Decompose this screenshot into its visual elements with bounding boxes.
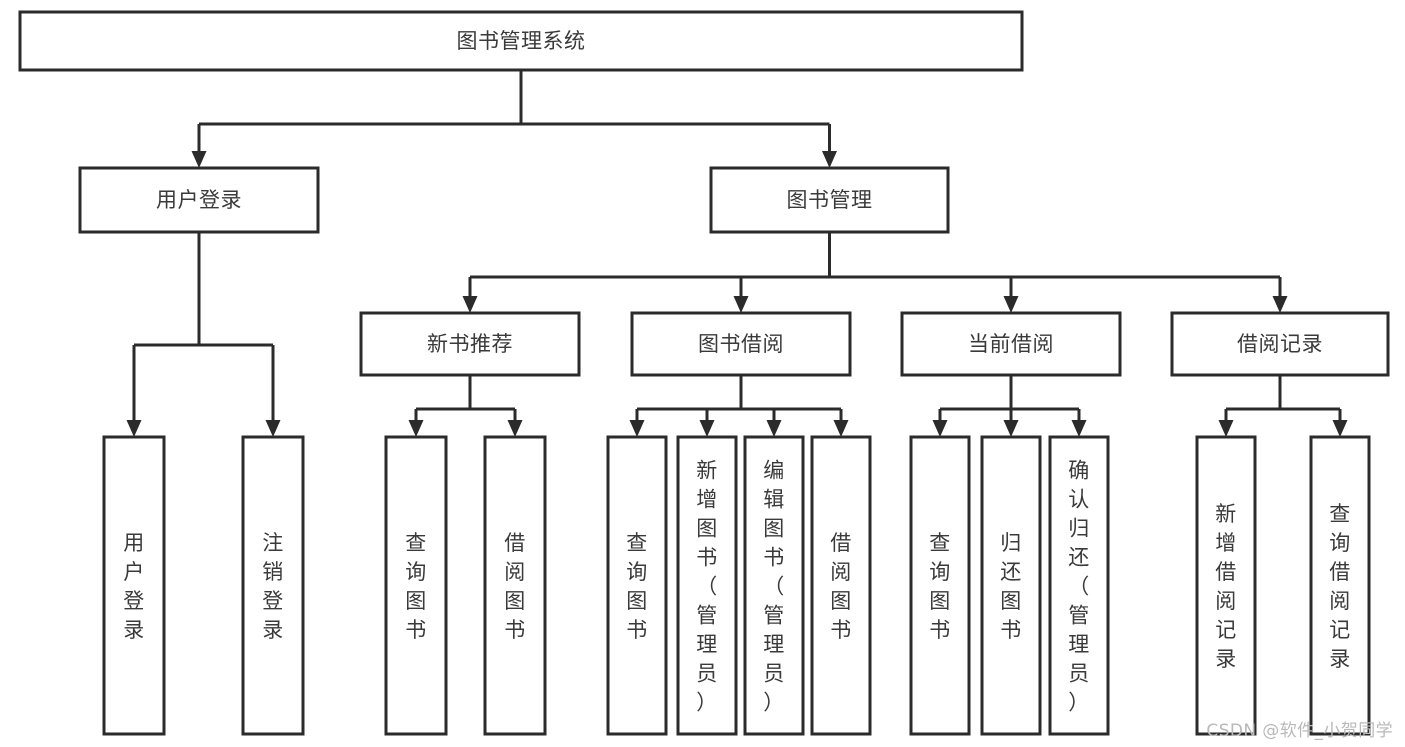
arrow-head-icon <box>766 420 782 437</box>
node-borrow-query-book[interactable]: 查询图书 <box>606 435 668 736</box>
node-box-book-management[interactable] <box>709 166 950 234</box>
node-box-recommend-borrow-book[interactable] <box>483 435 547 736</box>
node-label-current-confirm-return: 确认归还（管理员） <box>1068 459 1090 715</box>
node-current-return-book[interactable]: 归还图书 <box>980 435 1042 736</box>
node-root[interactable]: 图书管理系统 <box>18 10 1024 72</box>
node-label-book-borrow: 图书借阅 <box>698 332 784 356</box>
node-recommend-query-book[interactable]: 查询图书 <box>384 435 448 736</box>
arrow-head-icon <box>1218 420 1234 437</box>
node-box-new-book-recommend[interactable] <box>359 311 581 377</box>
node-label-borrow-query-book: 查询图书 <box>626 531 648 642</box>
arrow-head-icon <box>1003 420 1019 437</box>
nodes-layer: 图书管理系统用户登录用户登录注销登录图书管理新书推荐查询图书借阅图书图书借阅查询… <box>18 10 1390 736</box>
arrow-head-icon <box>1071 420 1087 437</box>
node-book-borrow[interactable]: 图书借阅 <box>630 311 852 377</box>
arrow-head-icon <box>932 420 948 437</box>
node-record-query[interactable]: 查询借阅记录 <box>1309 435 1371 736</box>
connectors-layer <box>126 70 1348 437</box>
node-label-user-login-do: 用户登录 <box>123 531 145 642</box>
arrow-head-icon <box>822 151 837 168</box>
arrow-head-icon <box>733 296 749 313</box>
arrow-head-icon <box>1003 296 1019 313</box>
arrow-head-icon <box>1332 420 1348 437</box>
node-user-login-do[interactable]: 用户登录 <box>102 435 166 736</box>
node-label-borrow-edit-book: 编辑图书（管理员） <box>763 459 785 715</box>
node-book-management[interactable]: 图书管理 <box>709 166 950 234</box>
node-label-borrow-borrow-book: 借阅图书 <box>830 531 852 642</box>
node-label-borrow-records: 借阅记录 <box>1237 332 1323 356</box>
node-label-user-login: 用户登录 <box>156 188 242 212</box>
node-label-record-add: 新增借阅记录 <box>1215 502 1237 671</box>
node-borrow-edit-book[interactable]: 编辑图书（管理员） <box>743 435 805 736</box>
node-label-record-query: 查询借阅记录 <box>1329 502 1351 671</box>
node-new-book-recommend[interactable]: 新书推荐 <box>359 311 581 377</box>
node-label-root: 图书管理系统 <box>457 29 586 53</box>
arrow-head-icon <box>629 420 645 437</box>
node-current-query-book[interactable]: 查询图书 <box>909 435 971 736</box>
node-box-user-login[interactable] <box>78 166 320 234</box>
arrow-head-icon <box>408 420 424 437</box>
arrow-head-icon <box>833 420 849 437</box>
node-label-new-book-recommend: 新书推荐 <box>427 332 513 356</box>
node-label-current-query-book: 查询图书 <box>929 531 951 642</box>
node-box-user-logout[interactable] <box>241 435 305 736</box>
node-recommend-borrow-book[interactable]: 借阅图书 <box>483 435 547 736</box>
csdn-watermark: CSDN @软件_小贺同学 <box>1206 721 1393 741</box>
node-label-recommend-borrow-book: 借阅图书 <box>504 531 526 642</box>
node-borrow-borrow-book[interactable]: 借阅图书 <box>810 435 872 736</box>
node-box-current-confirm-return[interactable] <box>1048 435 1110 736</box>
node-box-current-return-book[interactable] <box>980 435 1042 736</box>
node-user-logout[interactable]: 注销登录 <box>241 435 305 736</box>
node-current-confirm-return[interactable]: 确认归还（管理员） <box>1048 435 1110 736</box>
arrow-head-icon <box>191 151 207 168</box>
node-box-borrow-query-book[interactable] <box>606 435 668 736</box>
node-box-current-query-book[interactable] <box>909 435 971 736</box>
node-box-borrow-borrow-book[interactable] <box>810 435 872 736</box>
node-box-record-add[interactable] <box>1195 435 1257 736</box>
arrow-head-icon <box>126 420 142 437</box>
node-label-current-return-book: 归还图书 <box>1000 531 1022 642</box>
node-box-user-login-do[interactable] <box>102 435 166 736</box>
node-user-login[interactable]: 用户登录 <box>78 166 320 234</box>
node-label-book-management: 图书管理 <box>787 188 873 212</box>
node-current-borrow[interactable]: 当前借阅 <box>900 311 1122 377</box>
node-box-record-query[interactable] <box>1309 435 1371 736</box>
arrow-head-icon <box>699 420 715 437</box>
node-box-recommend-query-book[interactable] <box>384 435 448 736</box>
node-box-borrow-add-book[interactable] <box>676 435 738 736</box>
arrow-head-icon <box>265 420 281 437</box>
node-label-current-borrow: 当前借阅 <box>968 332 1054 356</box>
node-label-recommend-query-book: 查询图书 <box>405 531 427 642</box>
node-label-user-logout: 注销登录 <box>262 531 284 642</box>
node-box-borrow-edit-book[interactable] <box>743 435 805 736</box>
node-box-book-borrow[interactable] <box>630 311 852 377</box>
node-label-borrow-add-book: 新增图书（管理员） <box>696 459 718 715</box>
arrow-head-icon <box>1272 296 1288 313</box>
arrow-head-icon <box>507 420 523 437</box>
node-box-borrow-records[interactable] <box>1170 311 1390 377</box>
node-borrow-records[interactable]: 借阅记录 <box>1170 311 1390 377</box>
node-box-root[interactable] <box>18 10 1024 72</box>
arrow-head-icon <box>462 296 478 313</box>
node-record-add[interactable]: 新增借阅记录 <box>1195 435 1257 736</box>
node-borrow-add-book[interactable]: 新增图书（管理员） <box>676 435 738 736</box>
node-box-current-borrow[interactable] <box>900 311 1122 377</box>
